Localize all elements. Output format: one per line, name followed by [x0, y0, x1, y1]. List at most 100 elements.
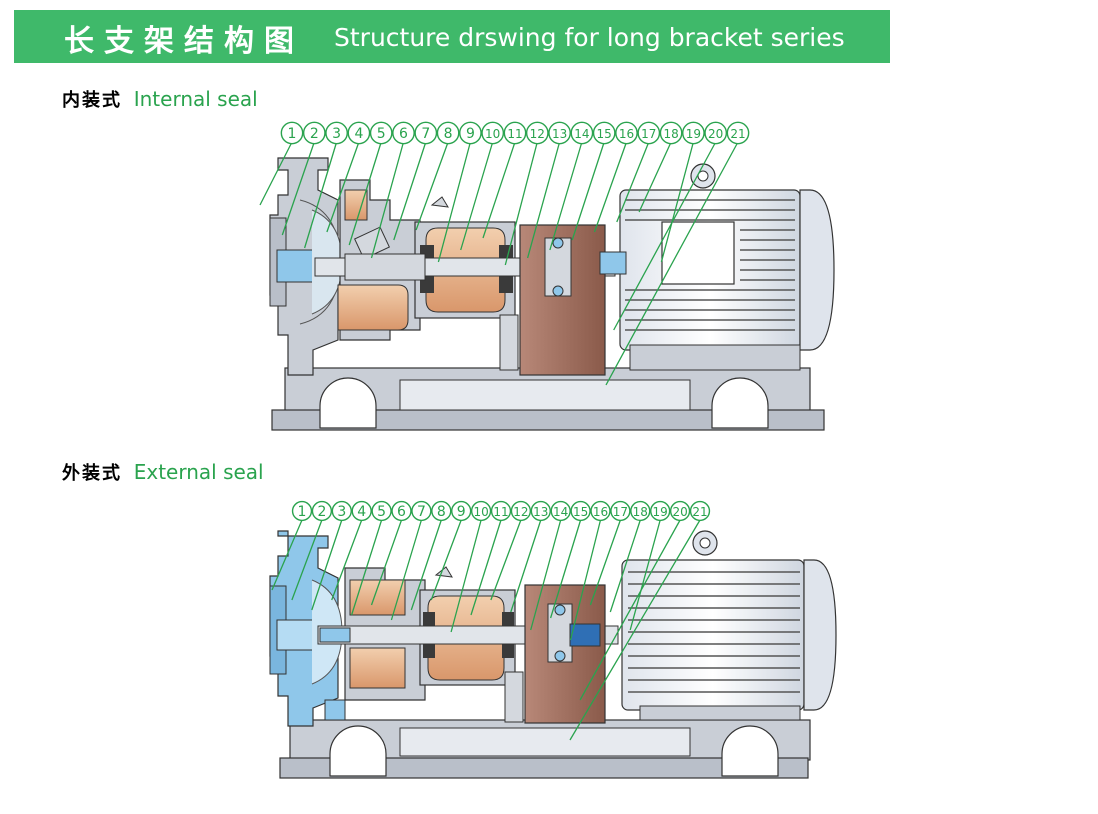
- callout-leader-external-20: [579, 519, 681, 701]
- callout-circle-internal-8: [436, 121, 460, 145]
- callout-number-internal-11: 11: [507, 127, 522, 141]
- callout-circle-external-13: [530, 500, 551, 522]
- callout-circle-internal-7: [414, 121, 438, 145]
- callout-circle-internal-1: [280, 121, 304, 145]
- callout-number-external-14: 14: [553, 505, 568, 519]
- coupling-pedestal: [499, 224, 606, 376]
- callout-circle-external-18: [630, 500, 651, 522]
- section-label-internal-seal: 内装式 Internal seal: [62, 86, 258, 112]
- callout-circle-external-8: [431, 500, 452, 522]
- callout-number-internal-18: 18: [663, 127, 678, 141]
- callout-leader-external-5: [350, 519, 383, 616]
- callout-leader-internal-3: [303, 141, 338, 249]
- callout-number-internal-17: 17: [641, 127, 656, 141]
- callout-circle-internal-21: [726, 121, 750, 145]
- callout-circle-internal-2: [302, 121, 326, 145]
- callout-leader-external-18: [609, 519, 641, 613]
- section-label-external-cn: 外装式: [62, 463, 122, 484]
- callout-leader-external-8: [410, 519, 442, 611]
- callout-number-internal-12: 12: [530, 127, 545, 141]
- motor-external: [621, 530, 837, 721]
- callout-circle-external-12: [510, 500, 532, 522]
- callout-number-internal-10: 10: [485, 127, 500, 141]
- callout-circle-external-4: [351, 500, 372, 522]
- base-frame-external: [279, 719, 811, 779]
- callout-circle-internal-5: [369, 121, 393, 145]
- pump-casing-external: [269, 530, 346, 727]
- callout-leader-internal-13: [526, 141, 561, 259]
- callout-circle-internal-10: [481, 121, 505, 145]
- section-label-external-seal: 外装式 External seal: [62, 459, 264, 485]
- title-english: Structure drswing for long bracket serie…: [334, 23, 845, 52]
- callout-leader-external-4: [331, 519, 363, 601]
- callout-circle-external-3: [331, 500, 352, 522]
- callout-number-external-15: 15: [573, 505, 588, 519]
- callout-number-external-20: 20: [672, 505, 687, 519]
- callout-leader-external-2: [291, 519, 323, 601]
- callout-leader-external-1: [271, 519, 303, 591]
- callout-leader-external-16: [569, 519, 602, 641]
- callout-number-internal-21: 21: [730, 127, 745, 141]
- callout-circle-internal-14: [570, 121, 594, 145]
- callout-number-internal-19: 19: [686, 127, 701, 141]
- callout-number-external-12: 12: [513, 505, 528, 519]
- callout-number-external-19: 19: [653, 505, 668, 519]
- callout-leader-internal-4: [326, 141, 360, 233]
- motor: [599, 163, 835, 371]
- callout-number-external-8: 8: [437, 504, 446, 520]
- callout-circle-external-5: [371, 500, 392, 522]
- callout-circle-internal-20: [704, 121, 728, 145]
- callout-circle-internal-12: [525, 121, 549, 145]
- callout-number-external-4: 4: [357, 504, 366, 520]
- callout-number-external-17: 17: [613, 505, 628, 519]
- callout-number-external-16: 16: [593, 505, 608, 519]
- callout-leader-external-10: [450, 519, 482, 633]
- callout-number-external-21: 21: [692, 505, 707, 519]
- callout-number-external-2: 2: [317, 504, 326, 520]
- callout-circle-internal-4: [347, 121, 371, 145]
- callout-leader-internal-5: [348, 141, 382, 246]
- callout-leader-external-19: [629, 519, 661, 631]
- callout-circle-external-16: [590, 500, 611, 522]
- callout-number-internal-6: 6: [399, 126, 408, 142]
- callout-number-external-7: 7: [417, 504, 426, 520]
- callout-leader-internal-21: [605, 141, 739, 386]
- callout-circle-internal-11: [503, 121, 527, 145]
- callout-number-external-11: 11: [493, 505, 508, 519]
- callout-circle-internal-13: [548, 121, 571, 145]
- callout-number-internal-15: 15: [597, 127, 612, 141]
- callout-leader-external-17: [589, 519, 622, 606]
- callout-leader-internal-6: [370, 141, 405, 259]
- base-frame: [271, 367, 825, 431]
- callout-leader-internal-20: [613, 141, 717, 331]
- callout-leader-external-6: [370, 519, 403, 606]
- callout-leader-internal-18: [638, 141, 672, 213]
- callout-circle-external-19: [650, 500, 671, 522]
- callout-number-internal-20: 20: [708, 127, 723, 141]
- callout-leader-internal-7: [393, 141, 427, 241]
- callout-circle-external-14: [550, 500, 571, 522]
- callout-leader-internal-15: [571, 141, 605, 241]
- callout-leader-external-12: [490, 519, 522, 601]
- callout-circle-external-17: [610, 500, 631, 522]
- callout-number-external-10: 10: [473, 505, 488, 519]
- callout-leader-external-3: [311, 519, 343, 611]
- callout-number-external-9: 9: [457, 504, 466, 520]
- callout-circle-internal-19: [682, 121, 705, 145]
- callout-leader-internal-9: [437, 141, 472, 263]
- callout-circle-external-11: [490, 500, 512, 522]
- callout-leader-external-21: [569, 519, 701, 741]
- callout-leader-external-9: [430, 519, 462, 601]
- callout-circle-external-1: [291, 500, 313, 522]
- callout-number-internal-16: 16: [619, 127, 634, 141]
- callout-leader-external-7: [390, 519, 423, 621]
- callout-leader-internal-1: [259, 141, 293, 206]
- callout-leader-internal-19: [660, 141, 695, 263]
- callout-circle-internal-16: [615, 121, 638, 145]
- callout-circle-internal-6: [392, 121, 415, 145]
- callout-circle-external-6: [391, 500, 412, 522]
